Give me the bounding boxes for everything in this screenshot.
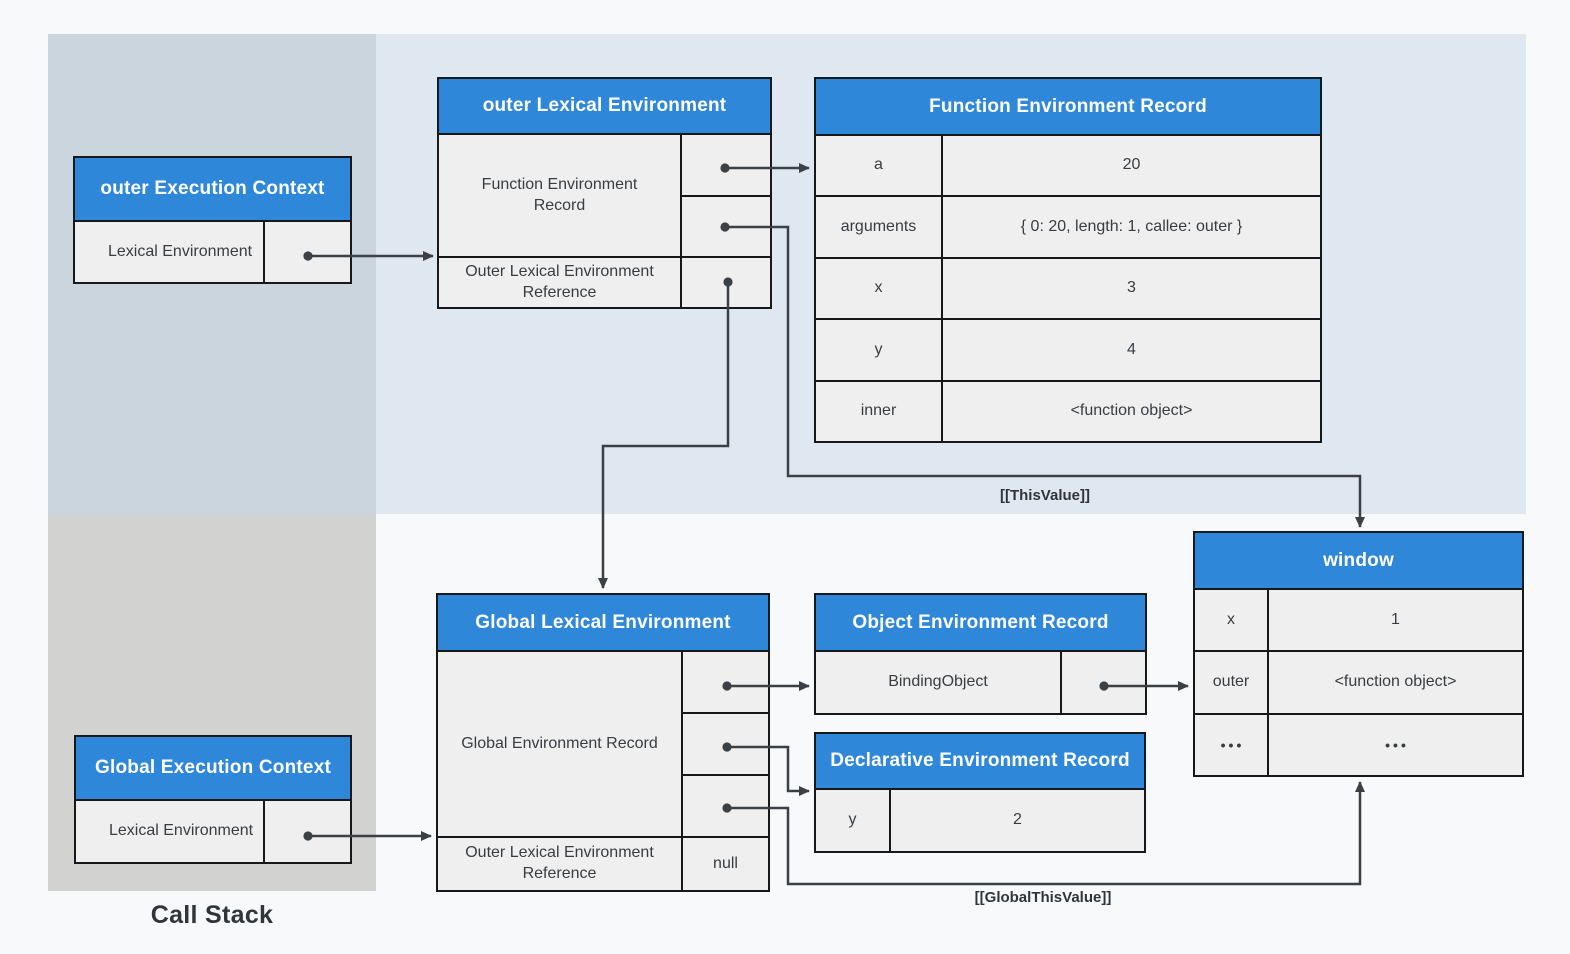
pointer-column [681, 652, 768, 836]
key-cell: x [1195, 590, 1269, 651]
table-row: Lexical Environment [75, 222, 350, 282]
table-row: y 2 [816, 790, 1144, 851]
binding-object-label: BindingObject [888, 673, 988, 691]
value-cell: 3 [1127, 279, 1136, 297]
key-cell: arguments [816, 197, 943, 257]
declarative-environment-record-box: Declarative Environment Record y 2 [814, 732, 1146, 853]
outer-lexical-environment-box: outer Lexical Environment Function Envir… [437, 77, 772, 309]
key-cell: x [816, 258, 943, 319]
box-title: Global Execution Context [76, 737, 350, 801]
pointer-cell [682, 135, 770, 195]
table-row: inner <function object> [816, 379, 1320, 442]
table-row: Function Environment Record [439, 135, 770, 256]
global-environment-record-label: Global Environment Record [461, 734, 658, 752]
value-cell: { 0: 20, length: 1, callee: outer } [1020, 217, 1243, 235]
box-title: Declarative Environment Record [816, 734, 1144, 790]
function-environment-record-box: Function Environment Record a 20 argumen… [814, 77, 1322, 443]
outer-execution-context-box: outer Execution Context Lexical Environm… [73, 156, 352, 284]
value-cell: 1 [1391, 610, 1400, 628]
lexical-environment-label: Lexical Environment [109, 822, 254, 840]
value-cell: 2 [1013, 811, 1022, 829]
pointer-cell [683, 652, 768, 712]
pointer-cell [1060, 652, 1145, 713]
pointer-cell [680, 258, 770, 307]
lexical-environment-label: Lexical Environment [108, 242, 253, 260]
pointer-column [680, 135, 770, 256]
global-lexical-environment-box: Global Lexical Environment Global Enviro… [436, 593, 770, 892]
table-row: Outer Lexical Environment Reference [439, 256, 770, 307]
table-row: Lexical Environment [76, 801, 350, 862]
table-row: x 1 [1195, 590, 1522, 651]
this-value-label: [[ThisValue]] [999, 487, 1090, 504]
table-row: y 4 [816, 318, 1320, 380]
table-row: arguments { 0: 20, length: 1, callee: ou… [816, 195, 1320, 257]
pointer-cell [682, 194, 770, 257]
box-title: outer Execution Context [75, 158, 350, 222]
table-row: x 3 [816, 256, 1320, 319]
value-cell: <function object> [1334, 673, 1457, 691]
box-title: Global Lexical Environment [438, 595, 768, 652]
table-row: outer <function object> [1195, 650, 1522, 713]
pointer-cell [263, 222, 350, 282]
value-cell: <function object> [1070, 401, 1193, 419]
value-cell: 4 [1127, 340, 1136, 358]
outer-reference-label: Outer Lexical Environment Reference [465, 262, 654, 301]
box-title: outer Lexical Environment [439, 79, 770, 135]
function-environment-record-label: Function Environment Record [481, 175, 638, 214]
key-cell: y [816, 320, 943, 380]
window-object-box: window x 1 outer <function object> ••• •… [1193, 531, 1524, 777]
value-cell: ••• [1385, 736, 1409, 753]
outer-reference-label: Outer Lexical Environment Reference [465, 844, 654, 882]
table-row: a 20 [816, 136, 1320, 196]
key-cell: inner [816, 381, 943, 442]
pointer-cell [683, 712, 768, 774]
key-cell: y [816, 790, 891, 851]
table-row: Outer Lexical Environment Reference null [438, 836, 768, 890]
call-stack-label: Call Stack [150, 901, 274, 929]
global-this-value-label: [[GlobalThisValue]] [974, 889, 1112, 906]
key-cell: outer [1195, 652, 1269, 713]
null-value-cell: null [681, 838, 768, 890]
key-cell: a [816, 136, 943, 196]
table-row: ••• ••• [1195, 712, 1522, 775]
object-environment-record-box: Object Environment Record BindingObject [814, 593, 1147, 715]
pointer-cell [683, 774, 768, 836]
box-title: Function Environment Record [816, 79, 1320, 136]
box-title: Object Environment Record [816, 595, 1145, 652]
box-title: window [1195, 533, 1522, 590]
pointer-cell [263, 801, 350, 862]
key-cell: ••• [1195, 714, 1269, 775]
value-cell: 20 [1122, 156, 1141, 174]
global-execution-context-box: Global Execution Context Lexical Environ… [74, 735, 352, 864]
table-row: BindingObject [816, 652, 1145, 713]
table-row: Global Environment Record [438, 652, 768, 836]
